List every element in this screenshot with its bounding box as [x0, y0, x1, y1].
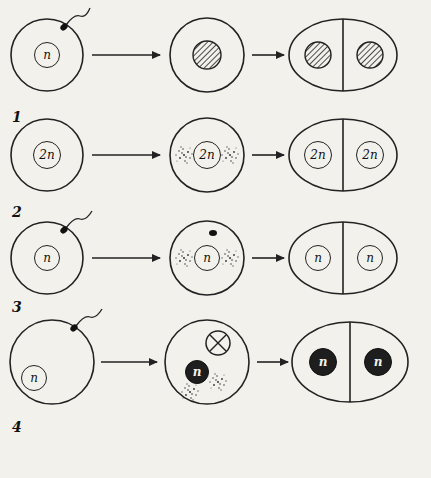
- cell-nucleus: n: [305, 245, 331, 271]
- cell-nucleus: n: [34, 245, 60, 271]
- cell-nucleus: 2n: [193, 141, 221, 169]
- row-number: 2: [12, 205, 22, 219]
- cell-nucleus: n: [357, 245, 383, 271]
- ploidy-label: n: [43, 252, 51, 264]
- ploidy-label: n: [319, 356, 328, 368]
- cell-nucleus: n: [194, 245, 220, 271]
- ploidy-label: n: [366, 252, 374, 264]
- cell-nucleus: n: [364, 348, 392, 376]
- ploidy-label: 2n: [362, 149, 377, 161]
- row-number: 3: [12, 300, 22, 314]
- cell-nucleus: n: [309, 348, 337, 376]
- cell-nucleus: n: [34, 42, 60, 68]
- ploidy-label: n: [314, 252, 322, 264]
- row-number: 4: [12, 420, 22, 434]
- ploidy-label: n: [193, 366, 202, 378]
- ploidy-label: 2n: [39, 149, 54, 161]
- ploidy-label: 2n: [199, 149, 214, 161]
- cell-nucleus: 2n: [356, 141, 384, 169]
- cell-nucleus: 2n: [33, 141, 61, 169]
- ploidy-label: 2n: [310, 149, 325, 161]
- cell-nucleus: n: [21, 365, 47, 391]
- ploidy-label: n: [30, 372, 38, 384]
- cell-nucleus: 2n: [304, 141, 332, 169]
- row-number: 1: [12, 110, 22, 124]
- cell-nucleus: n: [185, 360, 209, 384]
- ploidy-label: n: [203, 252, 211, 264]
- ploidy-label: n: [374, 356, 383, 368]
- ploidy-label: n: [43, 49, 51, 61]
